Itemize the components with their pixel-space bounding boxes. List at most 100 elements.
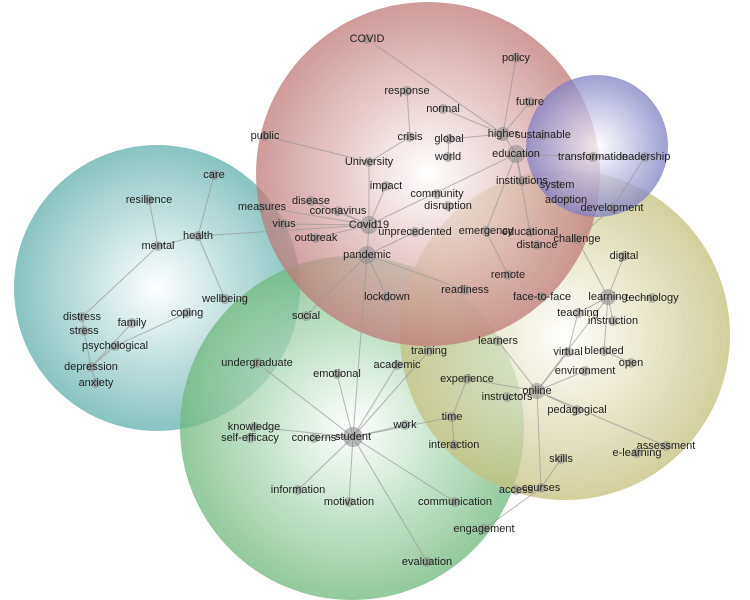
- node-policy[interactable]: policy: [502, 52, 531, 64]
- node-courses[interactable]: courses: [522, 482, 561, 494]
- edge-psychological-depression: [90, 345, 116, 368]
- node-unprecedented[interactable]: unprecedented: [378, 226, 451, 238]
- node-work[interactable]: work: [392, 419, 417, 431]
- node-covid[interactable]: COVID: [350, 33, 385, 45]
- node-distance[interactable]: distance: [517, 239, 558, 251]
- node-information[interactable]: information: [271, 484, 325, 496]
- node-knowledge[interactable]: knowledge: [228, 421, 281, 433]
- node-label: motivation: [324, 496, 374, 508]
- node-psychological[interactable]: psychological: [82, 340, 148, 352]
- node-educational[interactable]: educational: [502, 226, 558, 238]
- node-student[interactable]: student: [335, 427, 371, 447]
- node-instruction[interactable]: instruction: [588, 315, 638, 327]
- node-adoption[interactable]: adoption: [545, 194, 587, 206]
- node-social[interactable]: social: [292, 310, 320, 322]
- node-resilience[interactable]: resilience: [126, 194, 172, 206]
- node-coronavirus[interactable]: coronavirus: [310, 205, 367, 217]
- node-dot: [127, 318, 137, 328]
- node-concerns[interactable]: concerns: [292, 432, 337, 444]
- node-self-efficacy[interactable]: self-efficacy: [221, 432, 279, 444]
- node-time[interactable]: time: [442, 411, 463, 423]
- node-dot: [443, 201, 453, 211]
- node-distress[interactable]: distress: [63, 311, 101, 323]
- node-depression[interactable]: depression: [64, 361, 118, 373]
- node-development[interactable]: development: [581, 202, 644, 214]
- node-readiness[interactable]: readiness: [441, 284, 489, 296]
- node-open[interactable]: open: [619, 357, 643, 369]
- edge-education-transformation: [515, 153, 594, 158]
- node-mental[interactable]: mental: [141, 240, 174, 252]
- node-lockdown[interactable]: lockdown: [364, 291, 410, 303]
- node-institutions[interactable]: institutions: [496, 175, 548, 187]
- node-emotional[interactable]: emotional: [313, 368, 361, 380]
- node-blended[interactable]: blended: [584, 345, 623, 357]
- node-covid19[interactable]: Covid19: [349, 216, 389, 234]
- node-anxiety[interactable]: anxiety: [79, 377, 114, 389]
- node-global[interactable]: global: [434, 133, 463, 145]
- node-virus[interactable]: virus: [272, 218, 296, 230]
- node-academic[interactable]: academic: [373, 359, 421, 371]
- node-learners[interactable]: learners: [478, 335, 518, 347]
- node-digital[interactable]: digital: [610, 250, 639, 262]
- node-measures[interactable]: measures: [238, 201, 287, 213]
- node-dot: [309, 433, 319, 443]
- node-care[interactable]: care: [203, 169, 224, 181]
- node-pedagogical[interactable]: pedagogical: [547, 404, 606, 416]
- node-normal[interactable]: normal: [426, 103, 460, 115]
- node-undergraduate[interactable]: undergraduate: [221, 357, 293, 369]
- node-online[interactable]: online: [522, 383, 552, 399]
- node-communication[interactable]: communication: [418, 496, 492, 508]
- node-response[interactable]: response: [384, 85, 429, 97]
- node-training[interactable]: training: [411, 345, 447, 357]
- node-engagement[interactable]: engagement: [453, 523, 514, 535]
- node-outbreak[interactable]: outbreak: [295, 232, 338, 244]
- node-challenge[interactable]: challenge: [553, 233, 600, 245]
- node-virtual[interactable]: virtual: [553, 346, 582, 358]
- node-leadership[interactable]: leadership: [620, 151, 671, 163]
- node-sustainable[interactable]: sustainable: [515, 129, 571, 141]
- node-label: policy: [502, 52, 531, 64]
- node-assessment[interactable]: assessment: [637, 440, 696, 452]
- node-disruption[interactable]: disruption: [424, 200, 472, 212]
- node-motivation[interactable]: motivation: [324, 496, 374, 508]
- node-health[interactable]: health: [183, 230, 213, 242]
- node-e-learning[interactable]: e-learning: [613, 447, 662, 459]
- node-education[interactable]: education: [492, 145, 540, 163]
- node-dot: [245, 433, 255, 443]
- node-environment[interactable]: environment: [555, 365, 616, 377]
- node-access[interactable]: access: [499, 484, 534, 496]
- node-remote[interactable]: remote: [491, 269, 525, 281]
- node-instructors[interactable]: instructors: [482, 391, 533, 403]
- node-world[interactable]: world: [434, 151, 461, 163]
- node-face-to-face[interactable]: face-to-face: [513, 291, 571, 303]
- node-stress[interactable]: stress: [69, 325, 99, 337]
- node-coping[interactable]: coping: [171, 307, 203, 319]
- node-impact[interactable]: impact: [370, 180, 402, 192]
- node-community[interactable]: community: [410, 188, 464, 200]
- node-crisis[interactable]: crisis: [397, 131, 423, 143]
- node-teaching[interactable]: teaching: [557, 307, 599, 319]
- node-emergency[interactable]: emergency: [459, 225, 514, 237]
- node-skills[interactable]: skills: [549, 453, 573, 465]
- node-learning[interactable]: learning: [588, 289, 628, 305]
- node-interaction[interactable]: interaction: [429, 439, 480, 451]
- node-public[interactable]: public: [251, 130, 280, 142]
- node-dot: [249, 422, 259, 432]
- node-pandemic[interactable]: pandemic: [343, 246, 391, 264]
- node-higher[interactable]: higher: [488, 127, 519, 141]
- node-technology[interactable]: technology: [625, 292, 679, 304]
- node-disease[interactable]: disease: [292, 195, 330, 207]
- node-label: depression: [64, 361, 118, 373]
- node-future[interactable]: future: [516, 96, 544, 108]
- cluster-circles: [14, 2, 730, 600]
- node-experience[interactable]: experience: [440, 373, 494, 385]
- node-transformation[interactable]: transformation: [558, 151, 628, 163]
- node-evaluation[interactable]: evaluation: [402, 556, 452, 568]
- node-dot: [410, 227, 420, 237]
- node-dot: [311, 233, 321, 243]
- node-wellbeing[interactable]: wellbeing: [201, 293, 248, 305]
- node-system[interactable]: system: [540, 179, 575, 191]
- node-university[interactable]: University: [345, 156, 394, 168]
- node-family[interactable]: family: [118, 317, 147, 329]
- node-label: disease: [292, 195, 330, 207]
